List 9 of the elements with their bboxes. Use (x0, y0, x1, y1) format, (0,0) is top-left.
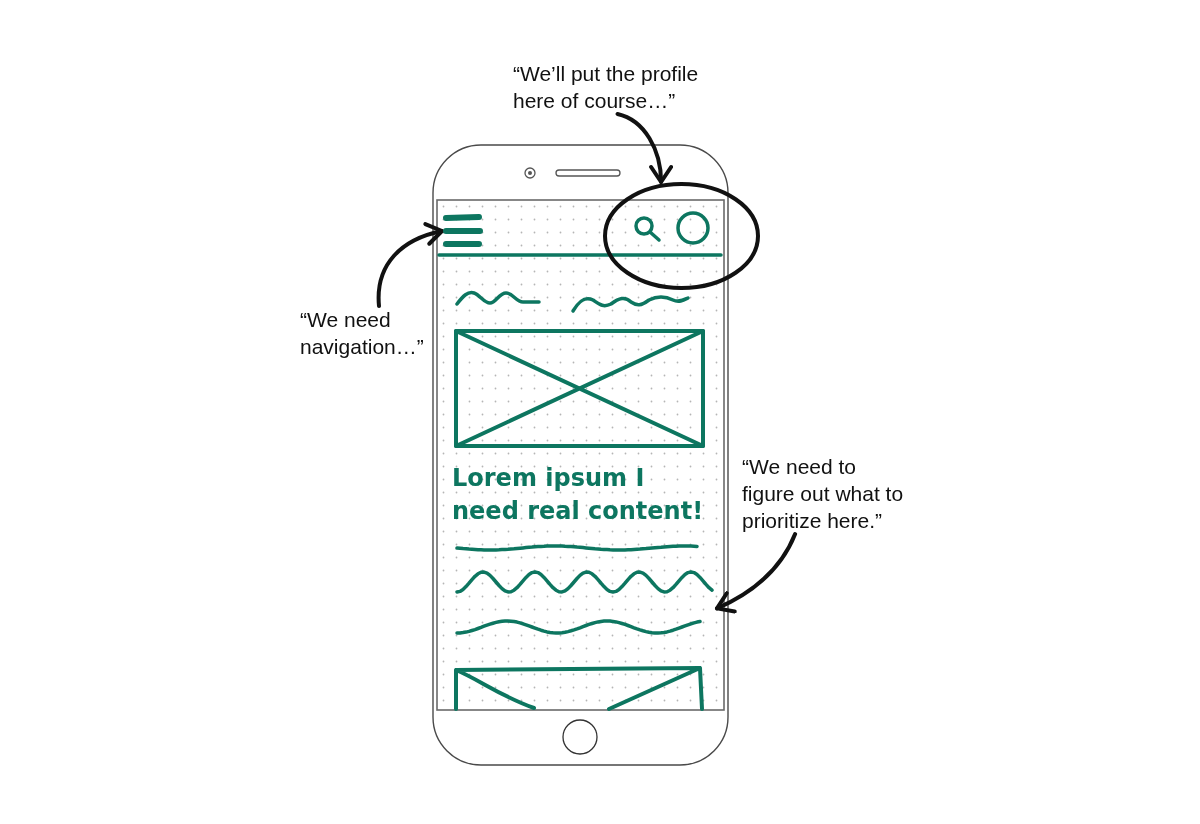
arrow (376, 222, 444, 308)
arrow (615, 112, 673, 184)
quote-text: “We need to figure out what to prioritize here.” (742, 454, 905, 534)
quote-text: “We need navigation…” (300, 307, 425, 360)
menu-icon (442, 214, 484, 248)
quote-text: “We’ll put the profile here of course…” (513, 61, 700, 114)
handwritten-text: Lorem ipsum I need real content! (452, 463, 705, 527)
highlight-ellipse (603, 182, 760, 290)
arrow (715, 532, 798, 614)
